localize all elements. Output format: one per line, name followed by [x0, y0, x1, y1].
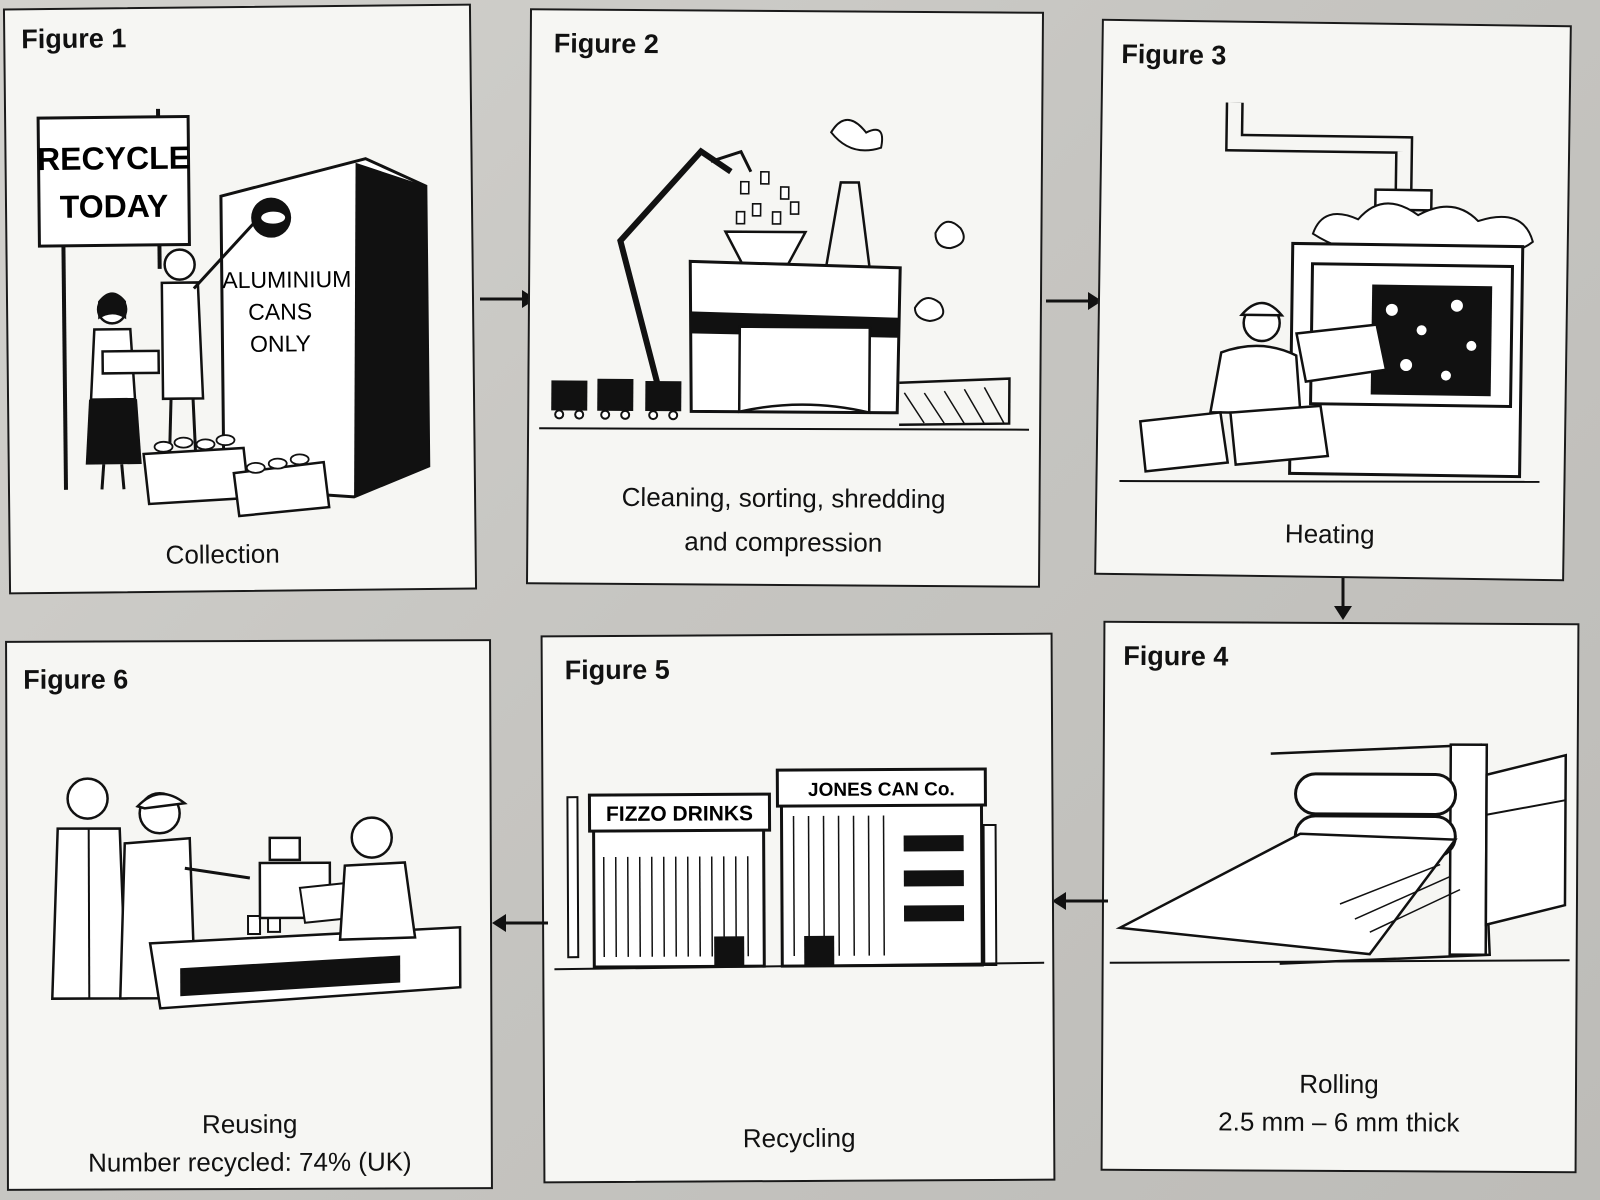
jones-can-sign: JONES CAN Co. — [808, 779, 955, 801]
bin-text-line-3: ONLY — [250, 330, 311, 357]
panel-figure-3: Figure 3 Heating — [1094, 18, 1572, 582]
figure-4-caption-line-2: 2.5 mm – 6 mm thick — [1218, 1106, 1460, 1138]
panel-figure-6: Figure 6 Reusing Number recycled: 74% (U… — [5, 639, 493, 1191]
figure-5-caption: Recycling — [742, 1122, 856, 1154]
figure-1-caption: Collection — [165, 538, 280, 570]
figure-3-title: Figure 3 — [1121, 39, 1227, 71]
panel-figure-1: Figure 1 RECYCLE TODAY ALUMINIUM CANS ON… — [2, 3, 478, 595]
factories-illustration: FIZZO DRINKS JONES CAN Co. — [554, 767, 1045, 971]
figure-4-title: Figure 4 — [1123, 640, 1229, 672]
figure-6-caption-line-2: Number recycled: 74% (UK) — [87, 1146, 412, 1178]
panel-figure-5: Figure 5 FIZZO DRINKS JONES CAN Co. — [540, 632, 1056, 1184]
sign-text-line-1: RECYCLE — [37, 140, 190, 178]
arrow-left-1 — [1052, 892, 1108, 910]
shop-counter-illustration — [51, 777, 462, 1010]
figure-6-title: Figure 6 — [23, 664, 129, 695]
panel-figure-4: Figure 4 Rolling 2.5 mm – 6 mm thick — [1100, 620, 1580, 1174]
collection-illustration: RECYCLE TODAY ALUMINIUM CANS ONLY — [36, 108, 431, 518]
fizzo-drinks-sign: FIZZO DRINKS — [606, 802, 753, 826]
sign-text-line-2: TODAY — [60, 188, 169, 225]
figure-3-caption: Heating — [1284, 518, 1375, 550]
arrow-down — [1334, 578, 1352, 620]
arrow-left-2 — [492, 914, 548, 932]
figure-2-caption-line-2: and compression — [684, 526, 883, 558]
figure-5-title: Figure 5 — [564, 654, 670, 686]
arrow-right-2 — [1046, 292, 1102, 310]
figure-2-title: Figure 2 — [553, 28, 659, 60]
bin-text-line-2: CANS — [248, 298, 312, 325]
furnace-illustration — [1119, 102, 1540, 483]
bin-text-line-1: ALUMINIUM — [222, 266, 351, 293]
rolling-mill-illustration — [1109, 743, 1570, 965]
figure-1-title: Figure 1 — [21, 23, 127, 55]
figure-2-caption-line-1: Cleaning, sorting, shredding — [621, 481, 946, 515]
panel-figure-2: Figure 2 — [525, 8, 1045, 588]
figure-6-caption-line-1: Reusing — [201, 1108, 298, 1140]
sorting-plant-illustration — [539, 118, 1030, 431]
